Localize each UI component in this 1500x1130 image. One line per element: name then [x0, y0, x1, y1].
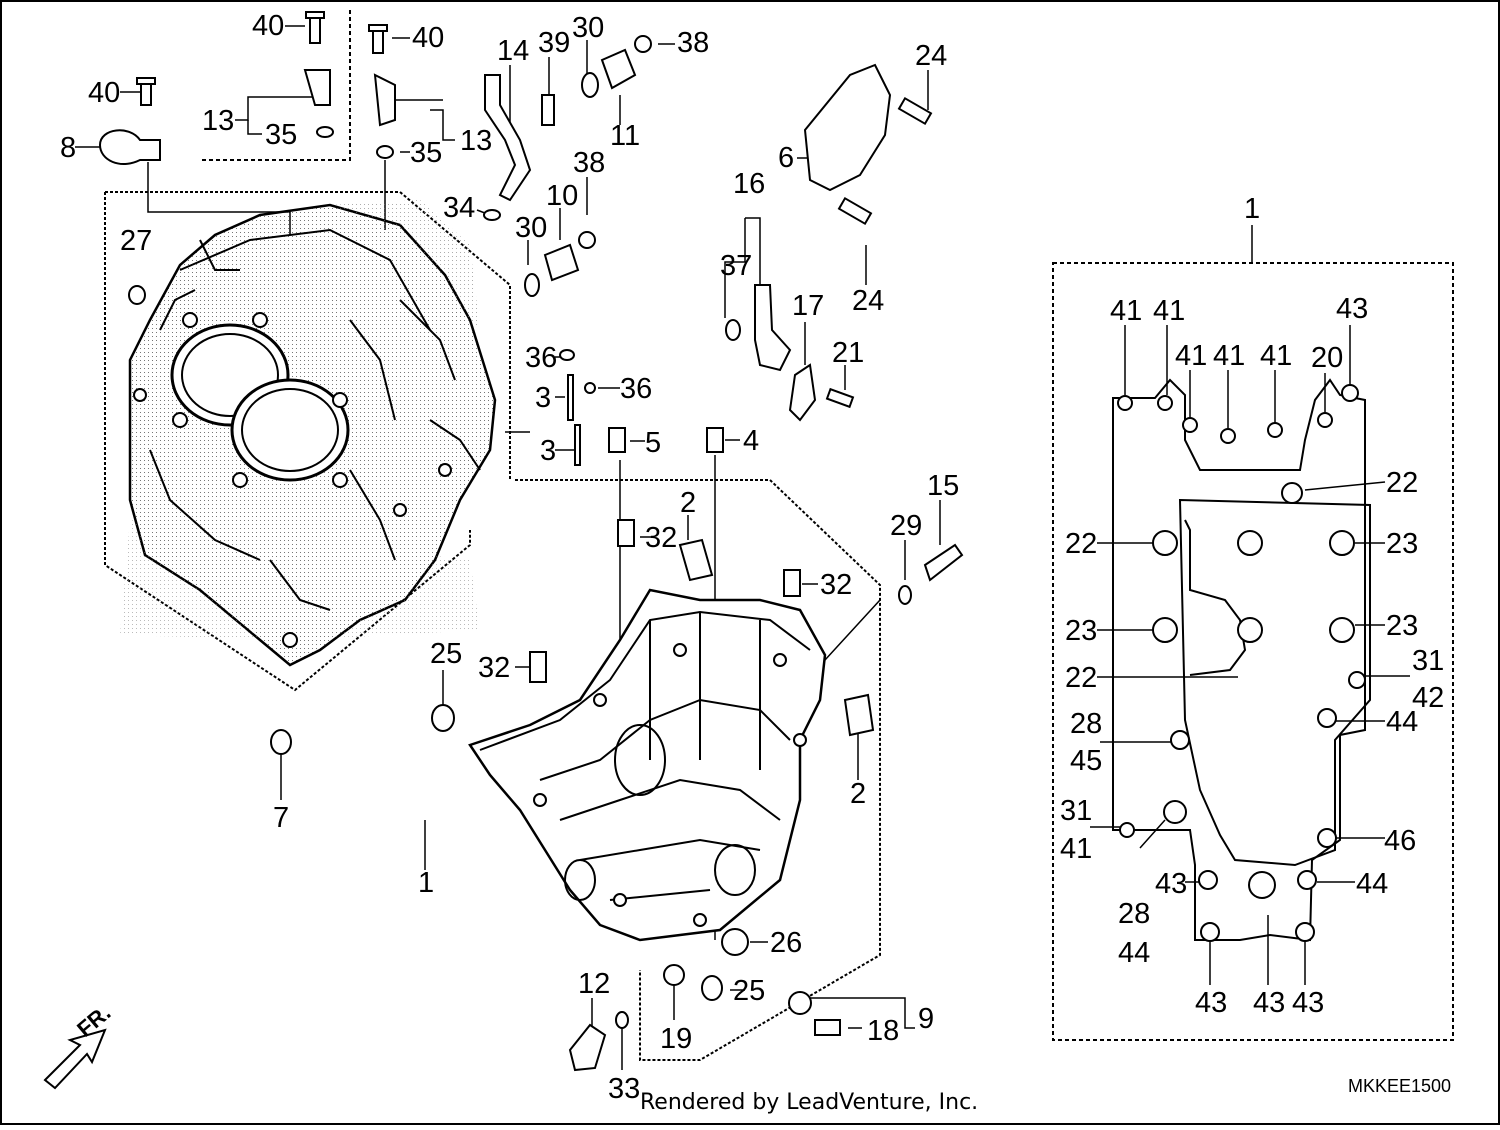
callout-gasket-1: 1 — [1244, 193, 1260, 225]
callout-14: 14 — [497, 35, 529, 67]
callout-gasket-31b: 31 — [1060, 795, 1092, 827]
callout-2a: 2 — [680, 487, 696, 519]
callout-4: 4 — [743, 425, 759, 457]
upper-crankcase-illustration — [120, 200, 497, 667]
callout-15: 15 — [927, 470, 959, 502]
callout-35a: 35 — [265, 119, 297, 151]
callout-gasket-44b: 44 — [1356, 868, 1388, 900]
callout-gasket-28b: 28 — [1118, 898, 1150, 930]
callout-35b: 35 — [410, 137, 442, 169]
callout-gasket-23c: 23 — [1386, 610, 1418, 642]
callout-40a: 40 — [88, 77, 120, 109]
callout-gasket-42: 42 — [1412, 682, 1444, 714]
callout-27: 27 — [120, 225, 152, 257]
callout-gasket-41e: 41 — [1260, 340, 1292, 372]
callout-gasket-41c: 41 — [1175, 340, 1207, 372]
callout-38a: 38 — [677, 27, 709, 59]
callout-gasket-41f: 41 — [1060, 833, 1092, 865]
callout-1a: 1 — [418, 867, 434, 899]
small-parts — [98, 11, 964, 1072]
callout-gasket-23b: 23 — [1065, 615, 1097, 647]
callout-25b: 25 — [733, 975, 765, 1007]
front-direction-arrow-icon: FR. — [43, 1000, 115, 1090]
callout-gasket-41b: 41 — [1153, 295, 1185, 327]
callout-24b: 24 — [852, 285, 884, 317]
gasket-holes — [1117, 384, 1366, 942]
callout-37: 37 — [720, 250, 752, 282]
callout-gasket-20: 20 — [1311, 342, 1343, 374]
callout-25a: 25 — [430, 638, 462, 670]
callout-gasket-43e: 43 — [1292, 987, 1324, 1019]
callout-21: 21 — [832, 337, 864, 369]
callout-numbers: 40 40 40 13 13 35 35 8 27 14 39 30 30 38… — [60, 10, 1451, 1105]
callout-gasket-44c: 44 — [1118, 937, 1150, 969]
callout-13a: 13 — [202, 105, 234, 137]
callout-40c: 40 — [412, 22, 444, 54]
callout-6: 6 — [778, 142, 794, 174]
callout-32a: 32 — [645, 522, 677, 554]
callout-3b: 3 — [540, 435, 556, 467]
callout-gasket-43c: 43 — [1195, 987, 1227, 1019]
callout-33: 33 — [608, 1073, 640, 1105]
diagram-reference-code: MKKEE1500 — [1348, 1076, 1451, 1096]
lower-crankcase-illustration — [468, 588, 827, 942]
callout-gasket-31a: 31 — [1412, 645, 1444, 677]
callout-32c: 32 — [478, 652, 510, 684]
callout-26: 26 — [770, 927, 802, 959]
callout-30b: 30 — [515, 212, 547, 244]
callout-18: 18 — [867, 1015, 899, 1047]
gasket-set-box — [1052, 262, 1454, 1041]
callout-gasket-43b: 43 — [1155, 868, 1187, 900]
callout-gasket-43a: 43 — [1336, 293, 1368, 325]
gasket-leaders — [1090, 225, 1410, 985]
callout-17: 17 — [792, 290, 824, 322]
callout-gasket-22b: 22 — [1065, 528, 1097, 560]
gasket-illustration — [1112, 378, 1371, 942]
callout-34: 34 — [443, 192, 475, 224]
callout-gasket-46: 46 — [1384, 825, 1416, 857]
callout-gasket-22c: 22 — [1065, 662, 1097, 694]
callout-2b: 2 — [850, 778, 866, 810]
callout-38b: 38 — [573, 147, 605, 179]
callout-gasket-22a: 22 — [1386, 467, 1418, 499]
callout-gasket-41d: 41 — [1213, 340, 1245, 372]
callout-19: 19 — [660, 1023, 692, 1055]
front-marker-label: FR. — [72, 1000, 115, 1042]
callout-32b: 32 — [820, 569, 852, 601]
callout-40b: 40 — [252, 10, 284, 42]
callout-7: 7 — [273, 802, 289, 834]
callout-39: 39 — [538, 27, 570, 59]
render-credit: Rendered by LeadVenture, Inc. — [640, 1090, 979, 1115]
callout-gasket-23a: 23 — [1386, 528, 1418, 560]
callout-gasket-45: 45 — [1070, 745, 1102, 777]
callout-12: 12 — [578, 968, 610, 1000]
callout-10: 10 — [546, 180, 578, 212]
callout-24a: 24 — [915, 40, 947, 72]
callout-16: 16 — [733, 168, 765, 200]
callout-gasket-28a: 28 — [1070, 708, 1102, 740]
callout-gasket-44a: 44 — [1386, 706, 1418, 738]
callout-36b: 36 — [620, 373, 652, 405]
callout-30a: 30 — [572, 12, 604, 44]
callout-13b: 13 — [460, 125, 492, 157]
callout-3a: 3 — [535, 382, 551, 414]
callout-5: 5 — [645, 427, 661, 459]
callout-gasket-43d: 43 — [1253, 987, 1285, 1019]
callout-29: 29 — [890, 510, 922, 542]
callout-8: 8 — [60, 132, 76, 164]
callout-36a: 36 — [525, 342, 557, 374]
lower-crankcase-box — [515, 479, 881, 1061]
callout-gasket-41a: 41 — [1110, 295, 1142, 327]
oil-pipe-subbox — [202, 8, 351, 161]
callout-11: 11 — [610, 120, 640, 152]
callout-9: 9 — [918, 1003, 934, 1035]
